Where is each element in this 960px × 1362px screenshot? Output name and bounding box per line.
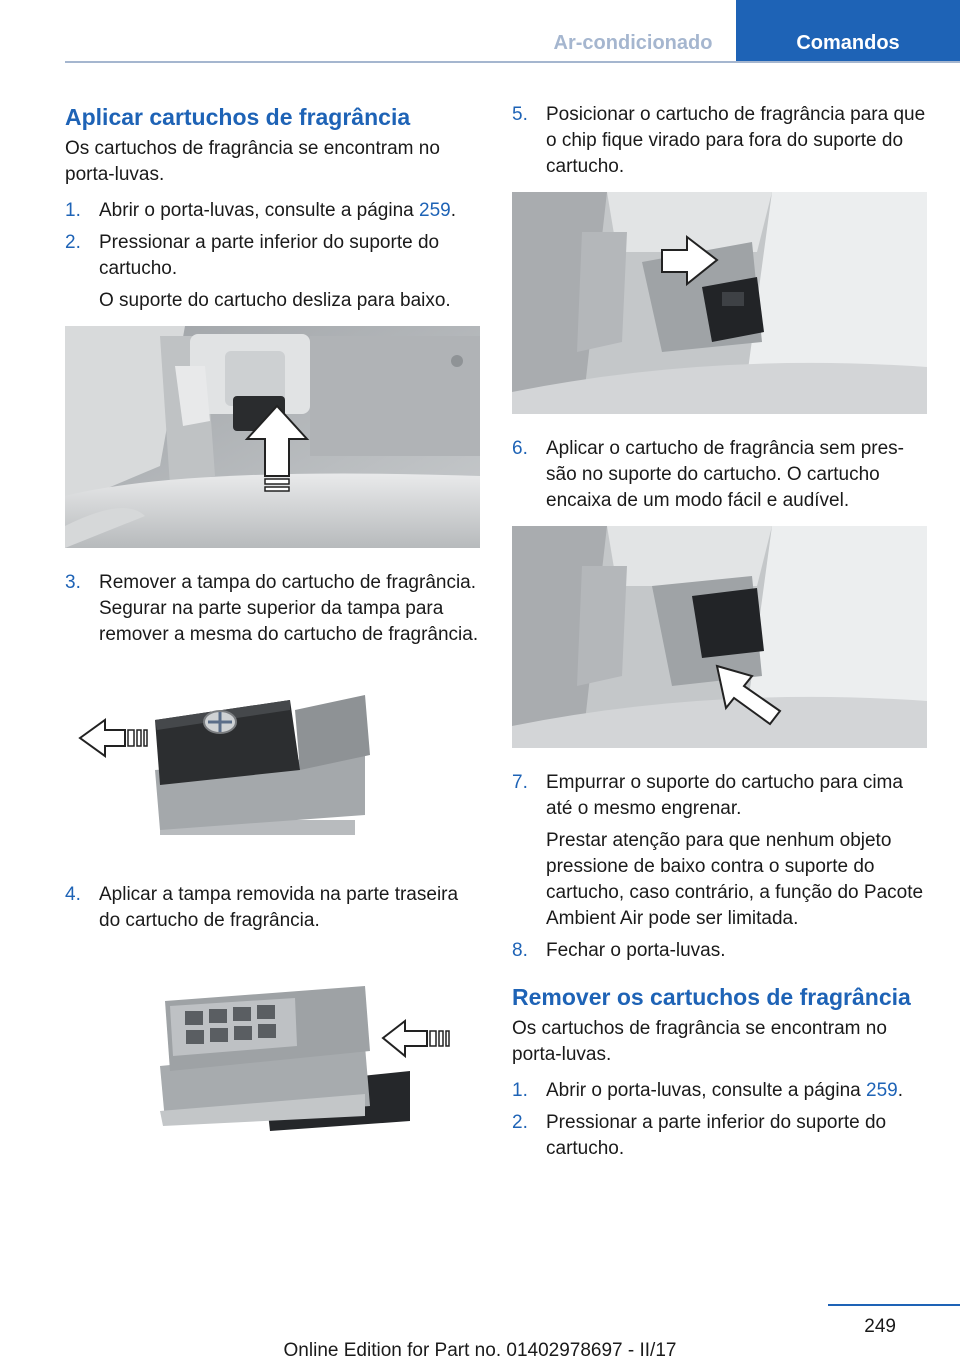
step-number: 3.	[65, 572, 81, 593]
step-text: Aplicar a tampa removida na parte trasei…	[99, 884, 459, 931]
cartridge-insert-image	[512, 526, 927, 748]
header-chapter-tab: Comandos	[736, 0, 960, 62]
step-text: Aplicar o cartucho de fragrância sem pre…	[546, 438, 904, 511]
left-column: Aplicar cartuchos de fragrância Os cartu…	[65, 102, 480, 1178]
step-number: 6.	[512, 438, 528, 459]
step-4: 4. Aplicar a tampa removida na parte tra…	[65, 882, 480, 934]
step-5: 5. Posicionar o cartucho de fragrância p…	[512, 102, 927, 180]
step-text: Posicionar o cartucho de fragrância para…	[546, 104, 926, 177]
step-number: 8.	[512, 940, 528, 961]
step-text: Pressionar a parte inferior do suporte d…	[99, 232, 440, 279]
step-text: Abrir o porta-luvas, consulte a página	[546, 1080, 867, 1101]
step-6: 6. Aplicar o cartucho de fragrância sem …	[512, 436, 927, 514]
intro-paragraph-2: Os cartuchos de fragrância se encontram …	[512, 1018, 887, 1065]
remove-step-1: 1. Abrir o porta-luvas, consulte a págin…	[512, 1078, 927, 1104]
page-link[interactable]: 259	[419, 200, 451, 221]
right-column: 5. Posicionar o cartucho de fragrância p…	[512, 102, 927, 1168]
step-text: Abrir o porta-luvas, consulte a página	[99, 200, 420, 221]
page-number: 249	[864, 1316, 896, 1337]
section-heading-apply: Aplicar cartuchos de fragrância	[65, 104, 411, 130]
header-rule	[65, 61, 960, 63]
page-link[interactable]: 259	[866, 1080, 898, 1101]
glovebox-holder-image	[65, 326, 480, 548]
remove-step-2: 2. Pressionar a parte inferior do suport…	[512, 1110, 927, 1162]
step-text: Empurrar o suporte do cartucho para cima…	[546, 772, 903, 819]
step-punct: .	[897, 1080, 903, 1101]
step-number: 1.	[512, 1080, 528, 1101]
intro-paragraph: Os cartuchos de fragrância se encontram …	[65, 138, 440, 185]
cartridge-cover-removal-image	[65, 660, 480, 860]
step-number: 4.	[65, 884, 81, 905]
step-number: 2.	[512, 1112, 528, 1133]
step-number: 2.	[65, 232, 81, 253]
section-heading-remove: Remover os cartuchos de fragrância	[512, 984, 911, 1010]
cartridge-cover-apply-image	[65, 946, 480, 1156]
step-1: 1. Abrir o porta-luvas, consulte a págin…	[65, 198, 480, 224]
step-8: 8. Fechar o porta-luvas.	[512, 938, 927, 964]
header-section-title: Ar-condicionado	[553, 32, 713, 54]
step-text: Fechar o porta-luvas.	[546, 940, 726, 961]
cartridge-position-image	[512, 192, 927, 414]
page-header: Ar-condicionado Comandos	[0, 0, 960, 63]
step-2: 2. Pressionar a parte inferior do suport…	[65, 230, 480, 314]
step-note: Prestar atenção para que nenhum objeto p…	[546, 830, 924, 929]
step-3: 3. Remover a tampa do cartucho de fragrâ…	[65, 570, 480, 648]
step-number: 5.	[512, 104, 528, 125]
step-note: O suporte do cartucho desliza para baixo…	[99, 290, 451, 311]
step-text: Pressionar a parte inferior do suporte d…	[546, 1112, 887, 1159]
step-text: Remover a tampa do cartucho de fragrân­c…	[99, 572, 479, 645]
footer-rule	[828, 1304, 960, 1306]
edition-footer: Online Edition for Part no. 01402978697 …	[283, 1340, 677, 1361]
step-number: 1.	[65, 200, 81, 221]
step-number: 7.	[512, 772, 528, 793]
step-7: 7. Empurrar o suporte do cartucho para c…	[512, 770, 927, 932]
step-punct: .	[450, 200, 456, 221]
